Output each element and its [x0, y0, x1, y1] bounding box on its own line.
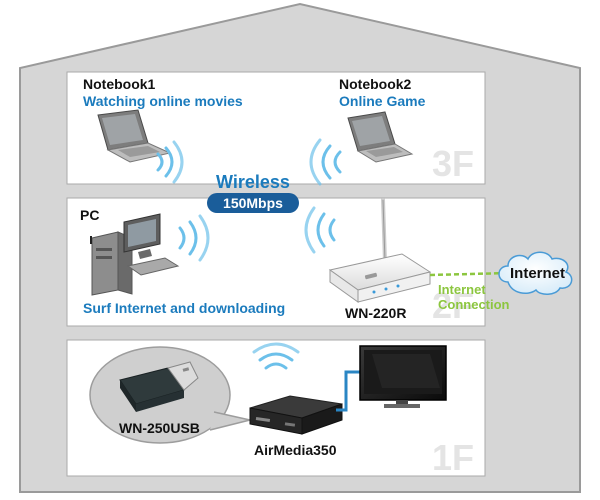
usb-adapter-icon	[119, 361, 199, 412]
internet-connection-line	[429, 271, 511, 277]
wireless-title: Wireless	[216, 172, 290, 192]
floor-label-1f: 1F	[432, 437, 475, 478]
router-name: WN-220R	[345, 305, 407, 321]
floor-label-3f: 3F	[432, 143, 475, 184]
notebook1-name: Notebook1	[83, 76, 156, 92]
media-player-name: AirMedia350	[254, 442, 337, 458]
notebook2-laptop-icon	[347, 111, 414, 163]
router-icon	[328, 198, 432, 303]
hdmi-cable	[336, 370, 362, 412]
internet-cloud-icon	[498, 251, 573, 295]
notebook1-activity: Watching online movies	[83, 93, 243, 109]
wireless-speed-badge: 150Mbps	[207, 193, 299, 213]
tv-screen-icon	[359, 345, 447, 408]
wifi-signal-router-icon	[304, 206, 336, 254]
notebook2-name: Notebook2	[339, 76, 412, 92]
wifi-signal-media-player-icon	[252, 342, 300, 370]
media-player-icon	[249, 395, 343, 435]
internet-connection-label-line2: Connection	[438, 297, 510, 312]
wifi-signal-notebook1-icon	[156, 140, 184, 184]
pc-computer-icon	[90, 213, 180, 296]
usb-adapter-name: WN-250USB	[119, 420, 200, 436]
wifi-signal-pc-icon	[178, 214, 210, 262]
floor-label-2f: 2F	[432, 285, 475, 326]
internet-connection-label: Internet Connection	[438, 282, 510, 312]
pc-name: PC	[80, 207, 100, 223]
notebook2-activity: Online Game	[339, 93, 426, 109]
pc-activity: Surf Internet and downloading	[83, 300, 286, 316]
wifi-signal-notebook2-icon	[309, 138, 342, 186]
internet-cloud-label: Internet	[510, 265, 566, 282]
notebook1-laptop-icon	[97, 109, 172, 163]
internet-connection-label-line1: Internet	[438, 282, 486, 297]
